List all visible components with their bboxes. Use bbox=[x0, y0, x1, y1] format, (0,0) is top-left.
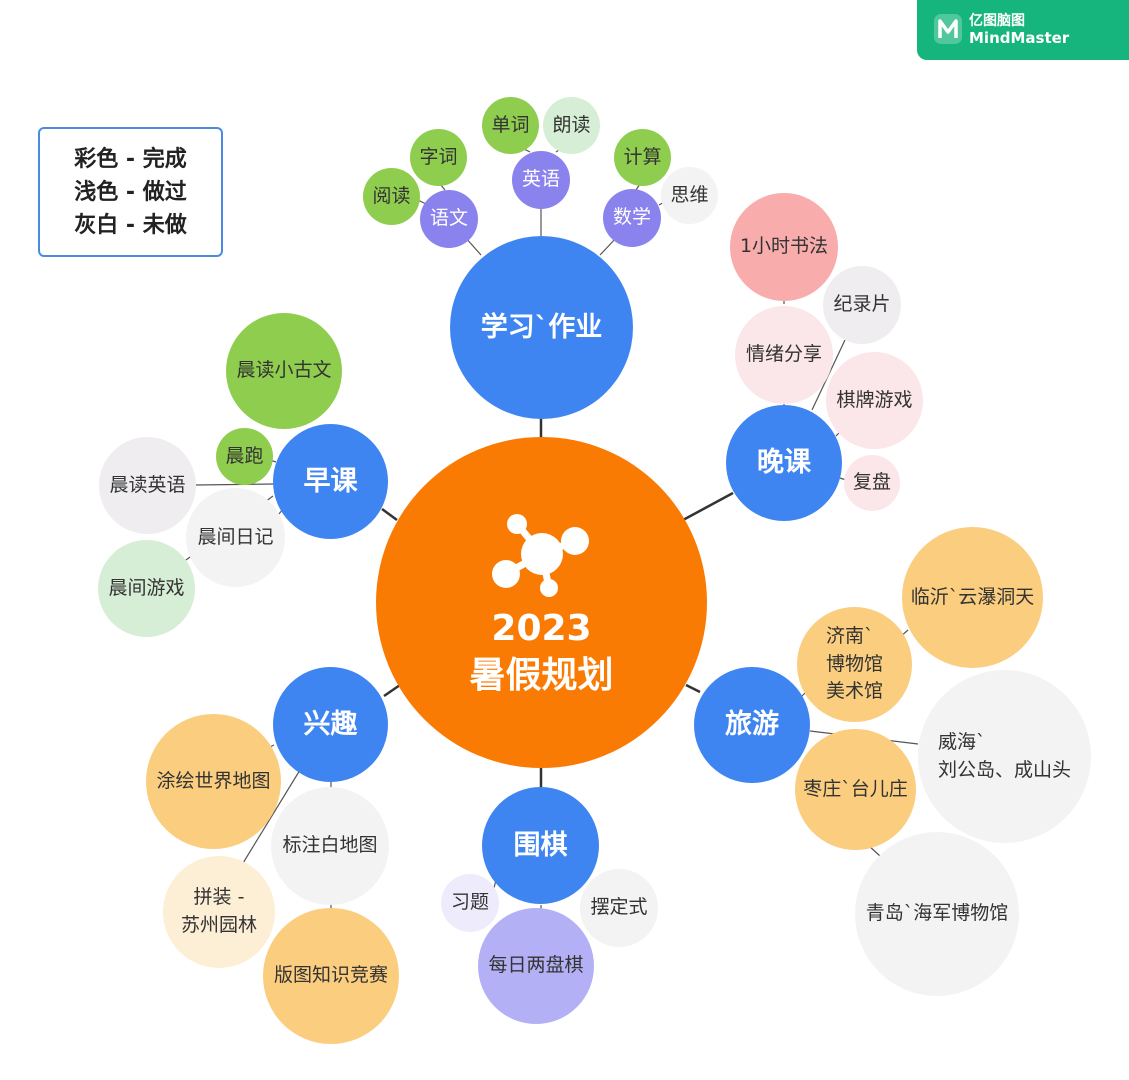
branch-study-node[interactable]: 学习`作业 bbox=[450, 236, 633, 419]
node-label: 拼装 - 苏州园林 bbox=[180, 886, 257, 936]
node-label: 兴趣 bbox=[303, 708, 358, 740]
node-label: 晨间日记 bbox=[197, 525, 274, 548]
node-label: 摆定式 bbox=[590, 896, 648, 919]
interest-suzhou-garden-node[interactable]: 拼装 - 苏州园林 bbox=[163, 856, 275, 968]
center-topic-node[interactable]: 2023 暑假规划 bbox=[376, 437, 707, 768]
node-label: 晨读小古文 bbox=[236, 359, 332, 382]
morning-diary-node[interactable]: 晨间日记 bbox=[186, 488, 285, 587]
go-daily-games-node[interactable]: 每日两盘棋 bbox=[478, 908, 594, 1024]
node-label: 纪录片 bbox=[833, 293, 891, 316]
travel-weihai-node[interactable]: 威海` 刘公岛、成山头 bbox=[918, 670, 1091, 843]
branch-interest-node[interactable]: 兴趣 bbox=[273, 667, 388, 782]
branch-travel-node[interactable]: 旅游 bbox=[694, 667, 810, 783]
evening-board-games-node[interactable]: 棋牌游戏 bbox=[826, 352, 923, 449]
node-label: 学习`作业 bbox=[480, 311, 603, 343]
node-label: 枣庄`台儿庄 bbox=[803, 777, 908, 800]
travel-qingdao-node[interactable]: 青岛`海军博物馆 bbox=[855, 832, 1019, 996]
study-english-node[interactable]: 英语 bbox=[512, 151, 570, 209]
morning-run-node[interactable]: 晨跑 bbox=[216, 428, 273, 485]
link-center-evening bbox=[682, 491, 734, 522]
node-label: 青岛`海军博物馆 bbox=[865, 902, 1009, 925]
branch-go-node[interactable]: 围棋 bbox=[482, 787, 599, 904]
link-center-morning bbox=[381, 507, 398, 522]
mindmaster-brand-badge: 亿图脑图 MindMaster bbox=[917, 0, 1129, 60]
node-label: 晨读英语 bbox=[109, 473, 186, 496]
brand-name-cn: 亿图脑图 bbox=[969, 12, 1025, 29]
node-label: 早课 bbox=[303, 465, 358, 497]
mindmaster-logo-icon bbox=[934, 14, 962, 44]
node-label: 棋牌游戏 bbox=[836, 388, 913, 411]
node-label: 1小时书法 bbox=[739, 235, 829, 258]
go-pattern-node[interactable]: 摆定式 bbox=[580, 869, 658, 947]
node-label: 思维 bbox=[670, 183, 709, 206]
study-chinese-node[interactable]: 语文 bbox=[420, 190, 478, 248]
math-calc-node[interactable]: 计算 bbox=[614, 129, 671, 186]
link-interest-assemble bbox=[239, 769, 301, 869]
node-label: 单词 bbox=[491, 113, 530, 136]
node-label: 复盘 bbox=[852, 471, 891, 494]
brand-name-en: MindMaster bbox=[969, 29, 1070, 48]
legend-box: 彩色 - 完成 浅色 - 做过 灰白 - 未做 bbox=[38, 127, 223, 257]
link-center-interest bbox=[383, 683, 401, 698]
node-label: 情绪分享 bbox=[745, 343, 822, 366]
chinese-words-node[interactable]: 字词 bbox=[410, 129, 467, 186]
study-math-node[interactable]: 数学 bbox=[603, 189, 661, 247]
legend-line-tried: 浅色 - 做过 bbox=[74, 179, 187, 205]
evening-review-node[interactable]: 复盘 bbox=[844, 455, 900, 511]
node-label: 旅游 bbox=[725, 709, 779, 741]
node-label: 晨跑 bbox=[225, 444, 264, 467]
legend-line-done: 彩色 - 完成 bbox=[74, 146, 187, 172]
english-read-aloud-node[interactable]: 朗读 bbox=[543, 97, 600, 154]
morning-classic-reading-node[interactable]: 晨读小古文 bbox=[226, 313, 342, 429]
english-vocab-node[interactable]: 单词 bbox=[482, 97, 539, 154]
node-label: 数学 bbox=[612, 206, 651, 229]
evening-calligraphy-node[interactable]: 1小时书法 bbox=[730, 193, 838, 301]
travel-zaozhuang-node[interactable]: 枣庄`台儿庄 bbox=[795, 729, 916, 850]
go-exercise-node[interactable]: 习题 bbox=[441, 874, 499, 932]
node-label: 阅读 bbox=[372, 184, 411, 207]
branch-morning-node[interactable]: 早课 bbox=[273, 424, 388, 539]
travel-linyi-node[interactable]: 临沂`云瀑洞天 bbox=[902, 527, 1043, 668]
node-label: 晚课 bbox=[757, 447, 811, 479]
morning-english-reading-node[interactable]: 晨读英语 bbox=[99, 437, 196, 534]
node-label: 计算 bbox=[623, 145, 662, 168]
node-label: 围棋 bbox=[513, 829, 568, 861]
node-label: 朗读 bbox=[552, 113, 591, 136]
legend-line-undone: 灰白 - 未做 bbox=[74, 212, 187, 238]
node-label: 英语 bbox=[521, 168, 560, 191]
branch-evening-node[interactable]: 晚课 bbox=[726, 405, 842, 521]
node-label: 字词 bbox=[419, 145, 458, 168]
interest-map-quiz-node[interactable]: 版图知识竞赛 bbox=[263, 908, 399, 1044]
node-label: 标注白地图 bbox=[282, 834, 378, 857]
node-label: 晨间游戏 bbox=[108, 576, 185, 599]
chinese-reading-node[interactable]: 阅读 bbox=[363, 168, 420, 225]
node-label: 语文 bbox=[429, 207, 468, 230]
travel-jinan-node[interactable]: 济南` 博物馆 美术馆 bbox=[797, 607, 912, 722]
morning-game-node[interactable]: 晨间游戏 bbox=[98, 540, 195, 637]
molecule-icon bbox=[491, 513, 589, 597]
interest-blank-map-node[interactable]: 标注白地图 bbox=[271, 787, 389, 905]
node-label: 版图知识竞赛 bbox=[273, 964, 388, 987]
evening-mood-share-node[interactable]: 情绪分享 bbox=[735, 306, 833, 404]
node-label: 临沂`云瀑洞天 bbox=[910, 585, 1035, 608]
math-thinking-node[interactable]: 思维 bbox=[661, 167, 718, 224]
link-center-travel bbox=[685, 683, 701, 694]
interest-world-map-node[interactable]: 涂绘世界地图 bbox=[146, 714, 281, 849]
node-label: 习题 bbox=[450, 891, 489, 914]
node-label: 威海` 刘公岛、成山头 bbox=[937, 730, 1071, 781]
node-label: 济南` 博物馆 美术馆 bbox=[825, 625, 883, 703]
evening-documentary-node[interactable]: 纪录片 bbox=[823, 266, 901, 344]
center-topic-year: 2023 bbox=[491, 607, 592, 649]
node-label: 每日两盘棋 bbox=[488, 954, 584, 977]
center-topic-title: 暑假规划 bbox=[469, 654, 614, 696]
link-morning-english bbox=[195, 483, 275, 486]
node-label: 涂绘世界地图 bbox=[156, 769, 271, 792]
